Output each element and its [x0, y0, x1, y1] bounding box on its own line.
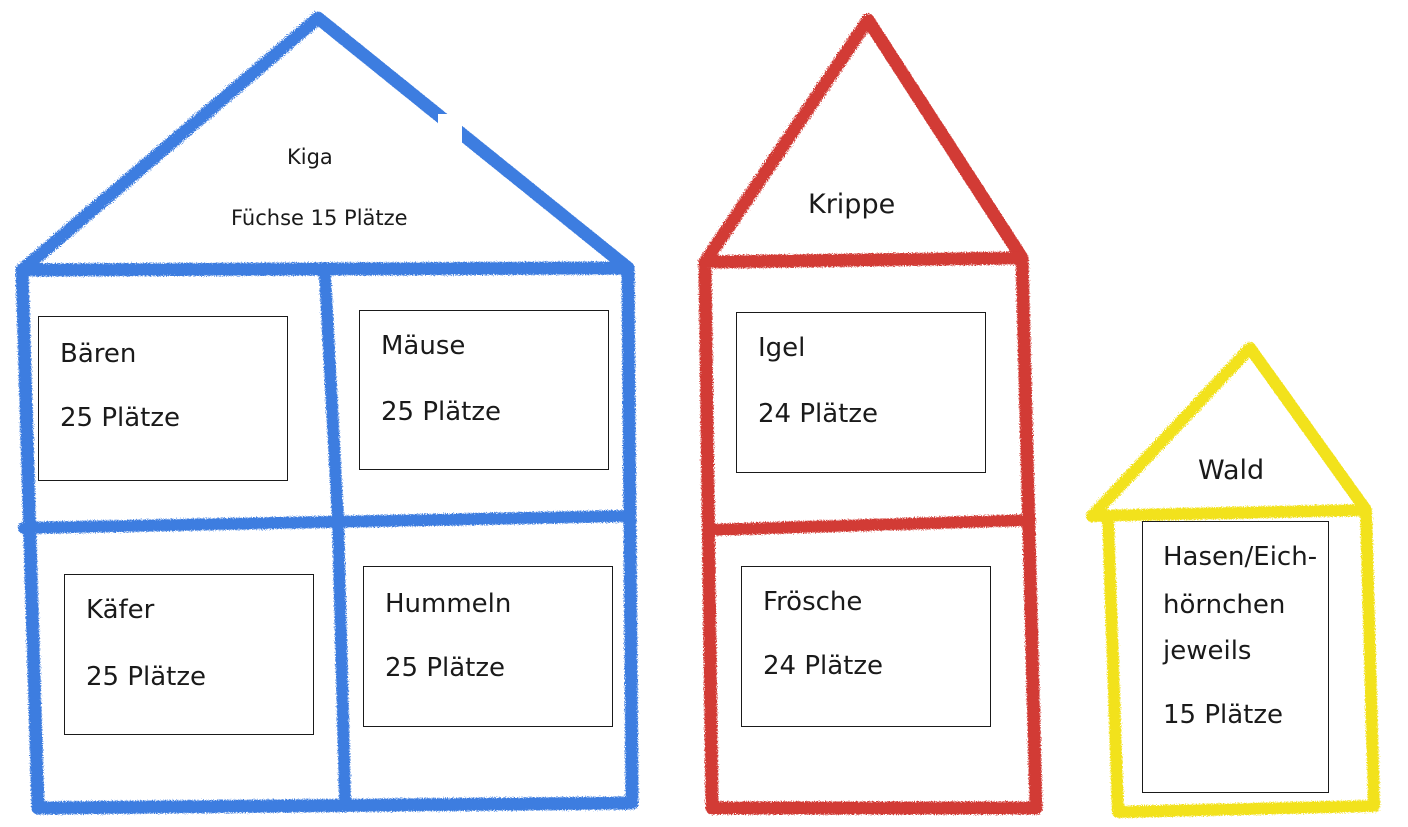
room-places: 25 Plätze	[381, 397, 501, 427]
room-places: 15 Plätze	[1163, 700, 1283, 730]
room-name: Hummeln	[385, 589, 511, 619]
roof-paper-patch	[438, 114, 462, 154]
kiga-roof-group: Füchse 15 Plätze	[231, 203, 408, 233]
room-places: 25 Plätze	[385, 653, 505, 683]
room-card-baeren: Bären 25 Plätze	[38, 316, 288, 481]
room-name: Igel	[758, 333, 805, 363]
room-card-hummeln: Hummeln 25 Plätze	[363, 566, 613, 727]
room-places: 25 Plätze	[60, 403, 180, 433]
room-card-maeuse: Mäuse 25 Plätze	[359, 310, 609, 470]
room-name: Mäuse	[381, 331, 465, 361]
room-card-froesche: Frösche 24 Plätze	[741, 566, 991, 727]
wald-title: Wald	[1198, 456, 1264, 486]
room-card-kaefer: Käfer 25 Plätze	[64, 574, 314, 735]
room-name: Käfer	[86, 595, 154, 625]
kiga-title: Kiga	[287, 142, 333, 172]
room-name-line-2: hörnchen	[1163, 590, 1285, 620]
room-name-line-1: Hasen/Eich-	[1163, 542, 1317, 572]
room-places: 25 Plätze	[86, 662, 206, 692]
room-places: 24 Plätze	[763, 651, 883, 681]
room-name: Bären	[60, 339, 136, 369]
room-card-igel: Igel 24 Plätze	[736, 312, 986, 473]
room-name: Frösche	[763, 587, 862, 617]
krippe-title: Krippe	[808, 190, 895, 220]
room-card-hasen-eichhoernchen: Hasen/Eich- hörnchen jeweils 15 Plätze	[1142, 521, 1329, 793]
room-name-line-3: jeweils	[1163, 636, 1251, 666]
room-places: 24 Plätze	[758, 399, 878, 429]
